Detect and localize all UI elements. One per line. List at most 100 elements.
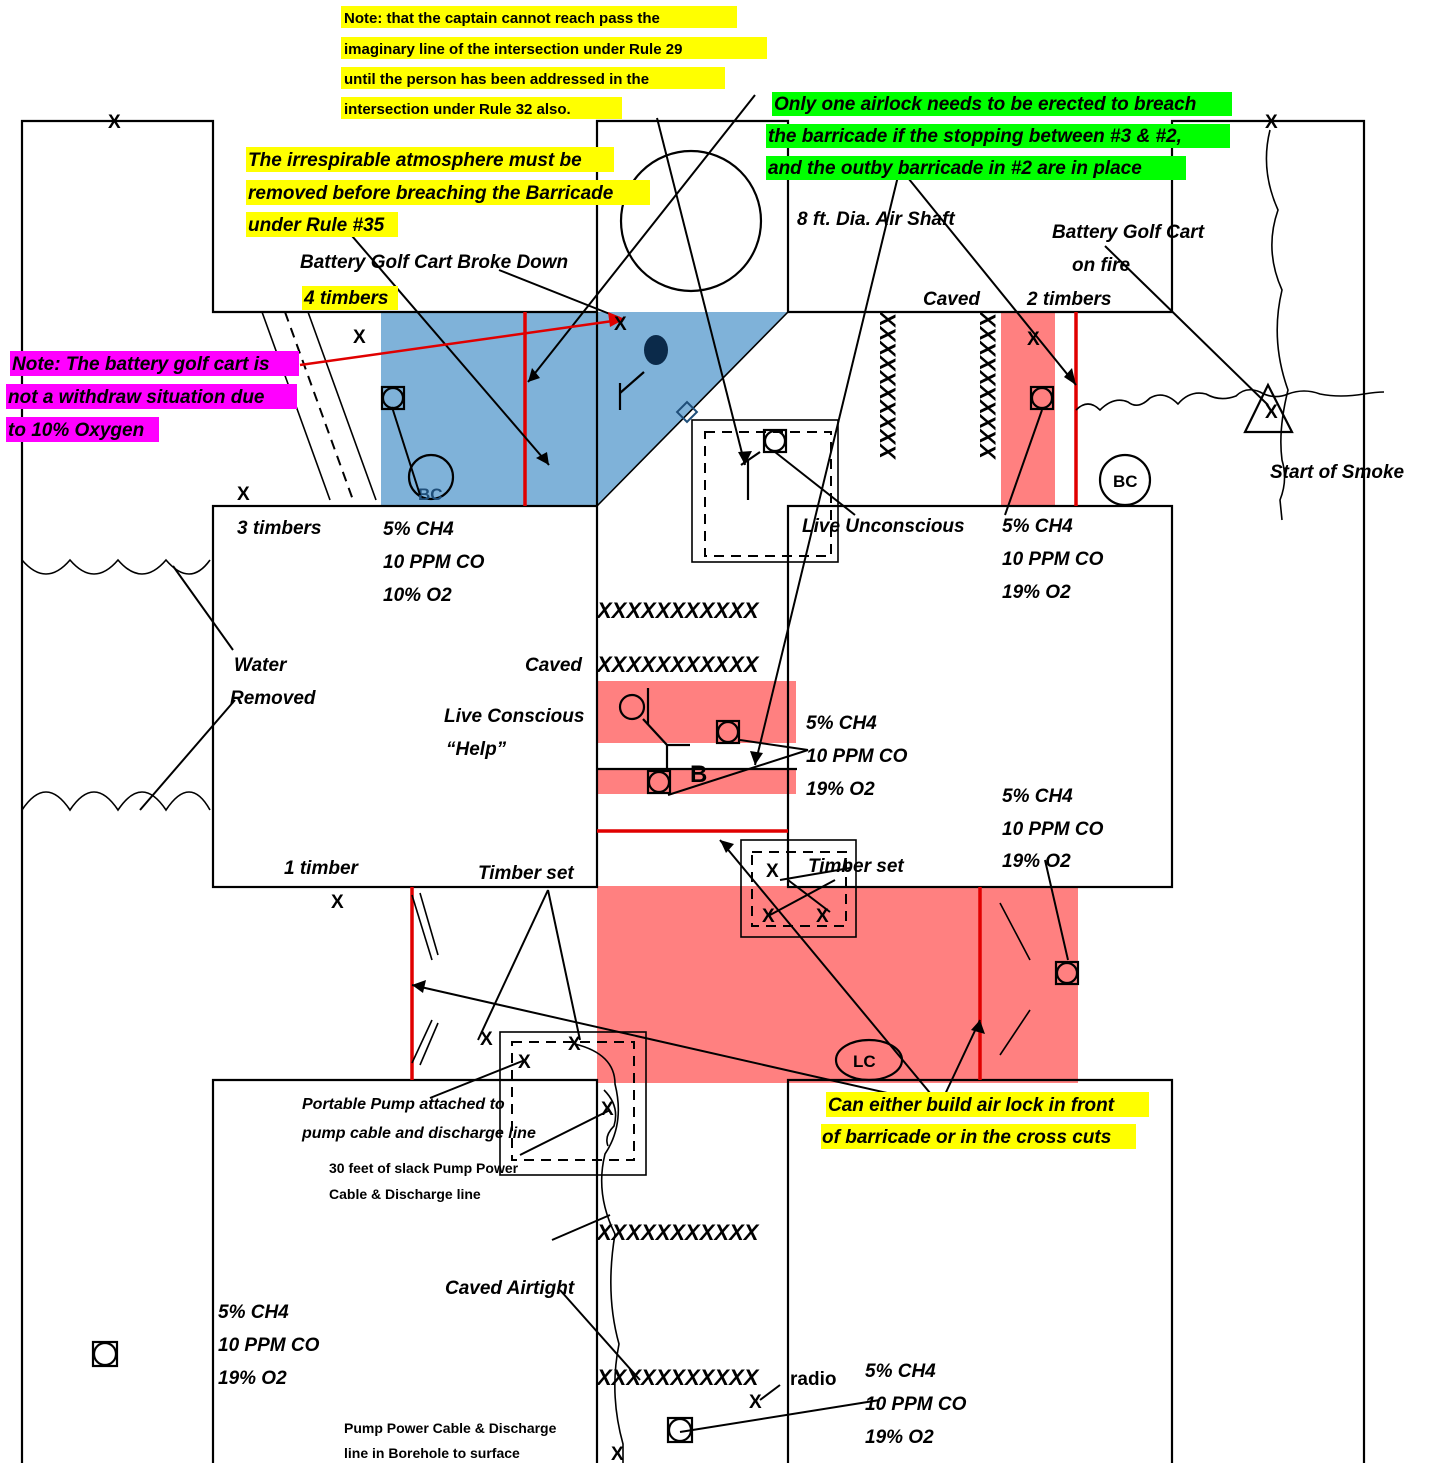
- air-shaft-label: 8 ft. Dia. Air Shaft: [797, 209, 955, 230]
- start-smoke-label: Start of Smoke: [1270, 462, 1405, 483]
- live-conscious-label: Live Conscious: [444, 706, 584, 727]
- gas-reading-upper-right: 5% CH4 10 PPM CO 19% O2: [1002, 516, 1104, 603]
- svg-text:19% O2: 19% O2: [1002, 582, 1071, 603]
- svg-text:of barricade or in the cross c: of barricade or in the cross cuts: [822, 1127, 1111, 1148]
- borehole-label-2: line in Borehole to surface: [344, 1445, 520, 1461]
- svg-text:10 PPM CO: 10 PPM CO: [1002, 819, 1104, 840]
- two-timbers-label: 2 timbers: [1026, 289, 1111, 310]
- bc-left-label: BC: [418, 485, 443, 504]
- svg-text:under Rule #35: under Rule #35: [248, 215, 385, 236]
- svg-text:X: X: [237, 484, 250, 505]
- note-captain-rule: Note: that the captain cannot reach pass…: [344, 10, 682, 118]
- note-either-airlock: Can either build air lock in front of ba…: [822, 1095, 1115, 1148]
- svg-text:5% CH4: 5% CH4: [218, 1302, 289, 1323]
- svg-text:5% CH4: 5% CH4: [1002, 516, 1073, 537]
- pump-cable: [574, 1043, 624, 1463]
- svg-text:5% CH4: 5% CH4: [1002, 786, 1073, 807]
- svg-text:X: X: [568, 1034, 581, 1055]
- svg-text:19% O2: 19% O2: [806, 779, 875, 800]
- note-golf-cart: Note: The battery golf cart is not a wit…: [8, 354, 270, 441]
- golf-cart-fire-label-1: Battery Golf Cart: [1052, 222, 1205, 243]
- portable-pump-label-2: pump cable and discharge line: [301, 1125, 536, 1142]
- smoke-vertical: [1265, 129, 1289, 521]
- help-label: “Help”: [446, 739, 507, 760]
- caved-xrow-1: XXXXXXXXXXX: [595, 598, 760, 623]
- note-airlock: Only one airlock needs to be erected to …: [768, 94, 1196, 179]
- dashed-boxes: [499, 419, 857, 1176]
- blue-zone: [381, 312, 788, 506]
- svg-text:X: X: [766, 861, 779, 882]
- svg-text:5% CH4: 5% CH4: [865, 1361, 936, 1382]
- svg-text:X: X: [816, 906, 829, 927]
- svg-text:19% O2: 19% O2: [218, 1368, 287, 1389]
- svg-text:imaginary line of the intersec: imaginary line of the intersection under…: [344, 41, 682, 58]
- timber-set-left-label: Timber set: [478, 863, 574, 884]
- slack-cable-label-2: Cable & Discharge line: [329, 1186, 481, 1202]
- red-zone-mid-1: [597, 681, 796, 743]
- caved-top-label: Caved: [923, 289, 980, 310]
- gas-reading-lower-left: 5% CH4 10 PPM CO 19% O2: [218, 1302, 320, 1389]
- golf-cart-fire-label-2: on fire: [1072, 255, 1130, 276]
- three-timbers-label: 3 timbers: [237, 518, 321, 539]
- caved-airtight-label: Caved Airtight: [445, 1278, 575, 1299]
- pointer-lines: [139, 94, 1269, 1433]
- svg-text:X: X: [611, 1444, 624, 1463]
- stoppings-bottom-right: [411, 892, 1031, 1066]
- gas-reading-upper-left: 5% CH4 10 PPM CO 10% O2: [383, 519, 485, 606]
- svg-text:19% O2: 19% O2: [1002, 851, 1071, 872]
- svg-text:Only one airlock needs to be e: Only one airlock needs to be erected to …: [774, 94, 1196, 115]
- caved-xrow-3: XXXXXXXXXXX: [595, 1220, 760, 1245]
- gas-reading-middle-right: 5% CH4 10 PPM CO 19% O2: [1002, 786, 1104, 872]
- svg-text:to 10% Oxygen: to 10% Oxygen: [8, 420, 144, 441]
- svg-text:X: X: [353, 327, 366, 348]
- svg-text:X: X: [518, 1052, 531, 1073]
- borehole-label-1: Pump Power Cable & Discharge: [344, 1420, 557, 1436]
- one-timber-label: 1 timber: [284, 858, 360, 879]
- svg-text:until the person has been addr: until the person has been addressed in t…: [344, 71, 649, 88]
- caved-xcol-2: XXXXXXXXXX: [975, 310, 1000, 460]
- svg-text:10 PPM CO: 10 PPM CO: [383, 552, 485, 573]
- caved-xrow-4: XXXXXXXXXXX: [595, 1365, 760, 1390]
- svg-text:and the outby barricade in #2: and the outby barricade in #2 are in pla…: [768, 158, 1142, 179]
- bc-circle-right: [1098, 453, 1152, 507]
- svg-text:X: X: [331, 892, 344, 913]
- svg-text:10 PPM CO: 10 PPM CO: [806, 746, 908, 767]
- water-ripples: [21, 558, 211, 812]
- svg-text:10 PPM CO: 10 PPM CO: [1002, 549, 1104, 570]
- red-arrowhead: [608, 312, 625, 327]
- timber-set-right-label: Timber set: [808, 856, 904, 877]
- svg-text:X: X: [601, 1099, 614, 1120]
- portable-pump-label-1: Portable Pump attached to: [302, 1096, 505, 1113]
- red-zone-mid-2: [597, 769, 796, 794]
- radio-label: radio: [790, 1369, 836, 1390]
- svg-text:X: X: [1265, 112, 1278, 133]
- svg-text:5% CH4: 5% CH4: [806, 713, 877, 734]
- highlights: [6, 6, 1232, 1149]
- x-marks: X X X X X X X X X X X X X X X X X: [108, 112, 1278, 1463]
- air-shaft: [619, 149, 763, 293]
- svg-text:X: X: [480, 1029, 493, 1050]
- removed-label: Removed: [230, 688, 316, 709]
- svg-text:The irrespirable atmosphere mu: The irrespirable atmosphere must be: [248, 150, 582, 171]
- arrowheads: [412, 368, 1076, 1034]
- svg-text:removed before breaching the B: removed before breaching the Barricade: [248, 183, 614, 204]
- svg-text:Note: that the captain cannot: Note: that the captain cannot reach pass…: [344, 10, 660, 27]
- caved-xrow-2: XXXXXXXXXXX: [595, 652, 760, 677]
- gas-reading-lower-right: 5% CH4 10 PPM CO 19% O2: [865, 1361, 967, 1448]
- live-unconscious-label: Live Unconscious: [802, 516, 965, 537]
- svg-text:Can either build air lock in f: Can either build air lock in front: [828, 1095, 1115, 1116]
- person-unconscious-top: [618, 335, 699, 424]
- svg-text:10 PPM CO: 10 PPM CO: [218, 1335, 320, 1356]
- red-zone-bottom: [597, 886, 1078, 1083]
- lc-label: LC: [853, 1052, 876, 1071]
- b-label: B: [690, 761, 707, 788]
- svg-text:X: X: [749, 1392, 762, 1413]
- water-label: Water: [234, 655, 288, 676]
- svg-text:Note: The battery golf cart is: Note: The battery golf cart is: [12, 354, 270, 375]
- smoke-line: [1075, 388, 1385, 412]
- svg-text:19% O2: 19% O2: [865, 1427, 934, 1448]
- caved-xcol-1: XXXXXXXXXX: [875, 310, 900, 460]
- red-pointer: [299, 318, 621, 367]
- slack-cable-label-1: 30 feet of slack Pump Power: [329, 1160, 519, 1176]
